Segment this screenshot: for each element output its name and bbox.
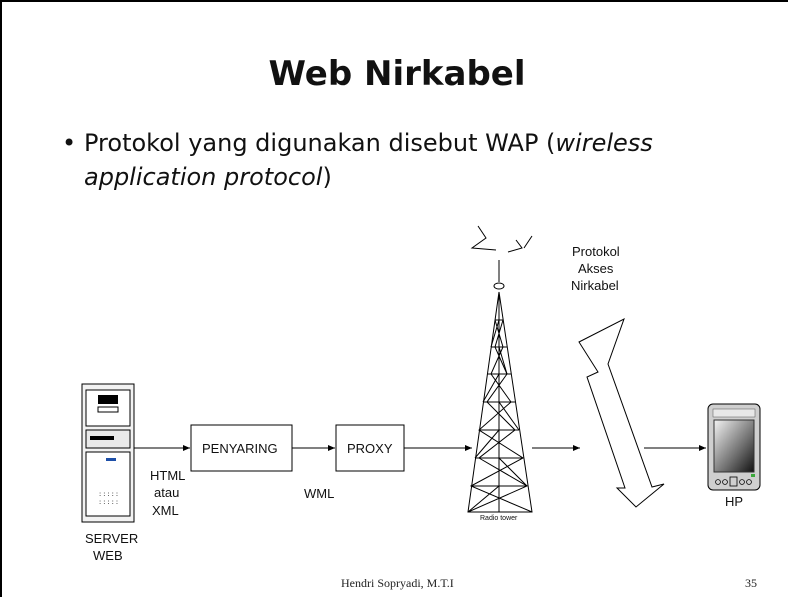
lightning-bolt-icon [578,317,665,508]
filter-box [190,424,293,472]
proxy-label: PROXY [347,441,393,456]
footer-author: Hendri Sopryadi, M.T.I [341,576,454,590]
tower-label: Radio tower [480,515,518,522]
proxy-box [335,424,405,472]
svg-text::::::: ::::: [98,490,119,498]
protocol-label-2: Akses [578,261,614,276]
footer-page-number: 35 [745,576,757,590]
html-label-1: HTML [150,468,185,483]
filter-label: PENYARING [202,441,278,456]
bullet-dot-icon: • [62,129,77,157]
hp-label: HP [725,494,743,509]
server-label-1: SERVER [85,531,138,546]
bullet-italic-text: wireless application protocol [84,129,653,191]
html-label-3: XML [152,503,179,518]
bullet-text: Protokol yang digunakan disebut WAP ( [84,129,556,157]
server-icon: ::::: ::::: [81,383,135,523]
protocol-label-3: Nirkabel [571,278,619,293]
radio-tower-icon [467,225,533,513]
bullet-item: • Protokol yang digunakan disebut WAP (w… [62,126,744,194]
server-label-2: WEB [93,548,123,563]
svg-text::::::: ::::: [98,498,119,506]
html-label-2: atau [154,485,179,500]
bullet-text-end: ) [322,163,332,191]
wml-label: WML [304,486,334,501]
slide-title: Web Nirkabel [268,54,526,94]
phone-icon [707,403,761,491]
protocol-label-1: Protokol [572,244,620,259]
